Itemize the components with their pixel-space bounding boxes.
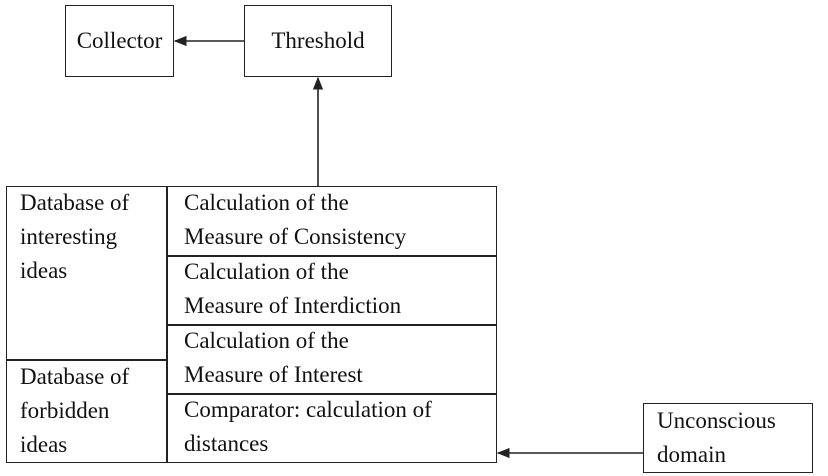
database-forbidden-line-2: forbidden bbox=[20, 398, 110, 423]
calc-interest-line-2: Measure of Interest bbox=[184, 362, 363, 387]
database-interesting-line-2: interesting bbox=[20, 224, 118, 249]
calc-interest-line-1: Calculation of the bbox=[184, 328, 349, 353]
collector-label: Collector bbox=[76, 28, 163, 53]
calc-divider-2 bbox=[166, 324, 497, 326]
comparator-line-2: distances bbox=[184, 431, 269, 456]
database-divider bbox=[6, 359, 167, 361]
comparator-line-1: Comparator: calculation of bbox=[184, 397, 432, 422]
calc-interdiction-line-2: Measure of Interdiction bbox=[184, 293, 402, 318]
threshold-label: Threshold bbox=[271, 28, 365, 53]
collector-box: Collector bbox=[65, 5, 174, 77]
database-forbidden-line-1: Database of bbox=[20, 364, 130, 389]
unconscious-line-1: Unconscious bbox=[657, 408, 776, 433]
unconscious-domain-box: Unconscious domain bbox=[643, 403, 813, 473]
database-forbidden-line-3: ideas bbox=[20, 432, 68, 457]
calc-divider-3 bbox=[166, 393, 497, 395]
database-interesting-line-3: ideas bbox=[20, 258, 68, 283]
calc-consistency-line-2: Measure of Consistency bbox=[184, 224, 407, 249]
calc-interdiction-line-1: Calculation of the bbox=[184, 259, 349, 284]
threshold-box: Threshold bbox=[244, 5, 392, 77]
database-interesting-line-1: Database of bbox=[20, 190, 130, 215]
calc-consistency-line-1: Calculation of the bbox=[184, 190, 349, 215]
calc-divider-1 bbox=[166, 255, 497, 257]
unconscious-line-2: domain bbox=[657, 442, 726, 467]
